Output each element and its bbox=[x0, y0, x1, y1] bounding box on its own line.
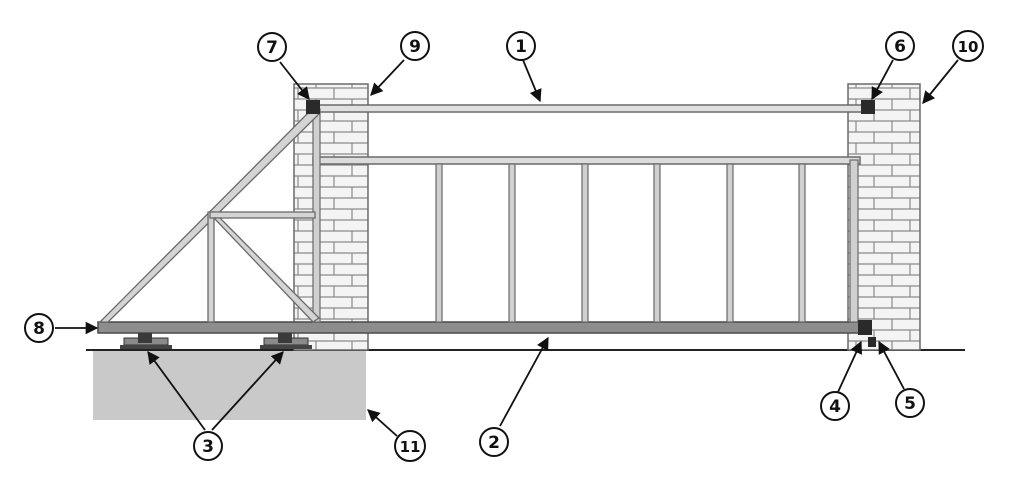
callout-2-label: 2 bbox=[488, 433, 500, 453]
callout-8-label: 8 bbox=[33, 319, 45, 339]
callout-2: 2 bbox=[479, 427, 509, 457]
end-roller-5 bbox=[868, 337, 876, 347]
callout-10: 10 bbox=[952, 30, 984, 62]
callout-11: 11 bbox=[394, 430, 426, 462]
callout-5-label: 5 bbox=[904, 394, 916, 414]
callout-5: 5 bbox=[895, 388, 925, 418]
callout-8: 8 bbox=[24, 313, 54, 343]
callout-9-label: 9 bbox=[409, 37, 421, 57]
callout-10-label: 10 bbox=[958, 38, 979, 56]
callout-11-label: 11 bbox=[400, 438, 421, 456]
callout-3-label: 3 bbox=[202, 437, 214, 457]
callout-1-label: 1 bbox=[515, 37, 527, 57]
bottom-catcher-4 bbox=[858, 320, 872, 335]
gate-frame bbox=[97, 104, 869, 334]
upper-frame-rail bbox=[312, 156, 861, 165]
callout-1: 1 bbox=[506, 31, 536, 61]
callout-4: 4 bbox=[820, 391, 850, 421]
top-catcher-6 bbox=[861, 100, 875, 114]
callout-3: 3 bbox=[193, 431, 223, 461]
roller-carriage-left bbox=[120, 333, 172, 349]
roller-carriage-right bbox=[260, 333, 312, 349]
callout-7: 7 bbox=[257, 32, 287, 62]
top-guide-rail bbox=[312, 104, 869, 113]
callout-4-label: 4 bbox=[829, 397, 841, 417]
counterweight-section bbox=[98, 107, 321, 323]
callout-7-label: 7 bbox=[266, 38, 278, 58]
callout-6: 6 bbox=[885, 31, 915, 61]
callout-9: 9 bbox=[400, 31, 430, 61]
callout-6-label: 6 bbox=[894, 37, 906, 57]
foundation-block bbox=[93, 350, 366, 420]
vertical-pickets bbox=[312, 108, 859, 323]
leader-lines bbox=[55, 59, 959, 437]
right-pillar bbox=[847, 83, 921, 351]
bottom-guide-beam bbox=[97, 321, 869, 334]
top-catcher-7 bbox=[306, 100, 320, 114]
